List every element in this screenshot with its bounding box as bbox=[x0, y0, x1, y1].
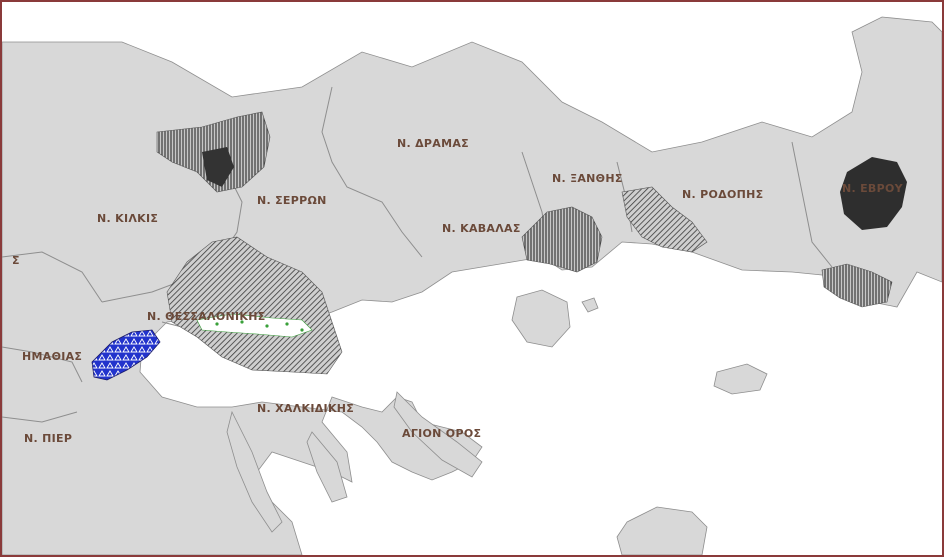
label-kilkis: Ν. ΚΙΛΚΙΣ bbox=[97, 212, 158, 225]
zone-north-serres-dark bbox=[202, 147, 234, 187]
zone-thessaloniki-dots bbox=[196, 313, 313, 338]
label-kavala: Ν. ΚΑΒΑΛΑΣ bbox=[442, 222, 521, 235]
label-edge-left: Σ bbox=[12, 254, 20, 267]
label-serres: Ν. ΣΕΡΡΩΝ bbox=[257, 194, 327, 207]
label-chalkidiki: Ν. ΧΑΛΚΙΔΙΚΗΣ bbox=[257, 402, 354, 415]
label-xanthi: Ν. ΞΑΝΘΗΣ bbox=[552, 172, 623, 185]
athos-peninsula bbox=[393, 391, 483, 478]
label-evros: Ν. ΕΒΡΟΥ bbox=[842, 182, 904, 195]
label-thessaloniki: Ν. ΘΕΣΣΑΛΟΝΙΚΗΣ bbox=[147, 310, 266, 323]
samothraki-island bbox=[713, 363, 768, 395]
zone-thessaloniki bbox=[166, 236, 343, 375]
small-island bbox=[581, 297, 599, 313]
zone-evros-dark bbox=[840, 157, 907, 230]
sithonia-peninsula bbox=[306, 431, 348, 503]
zone-evros-coast bbox=[821, 263, 893, 308]
label-imathia: ΗΜΑΘΙΑΣ bbox=[22, 350, 82, 363]
zone-xanthi-coast bbox=[621, 186, 708, 253]
green-dot-markers bbox=[215, 320, 304, 332]
label-rodopi: Ν. ΡΟΔΟΠΗΣ bbox=[682, 188, 763, 201]
zone-blue-delta bbox=[91, 329, 161, 381]
label-drama: Ν. ΔΡΑΜΑΣ bbox=[397, 137, 469, 150]
kassandra-peninsula bbox=[226, 410, 283, 533]
zone-kavala-coast bbox=[521, 206, 603, 273]
label-agion-oros: ΑΓΙΟΝ ΟΡΟΣ bbox=[402, 427, 481, 440]
thasos-island bbox=[511, 289, 571, 348]
lemnos-island bbox=[616, 506, 708, 555]
label-pieria: Ν. ΠΙΕΡ bbox=[24, 432, 72, 445]
